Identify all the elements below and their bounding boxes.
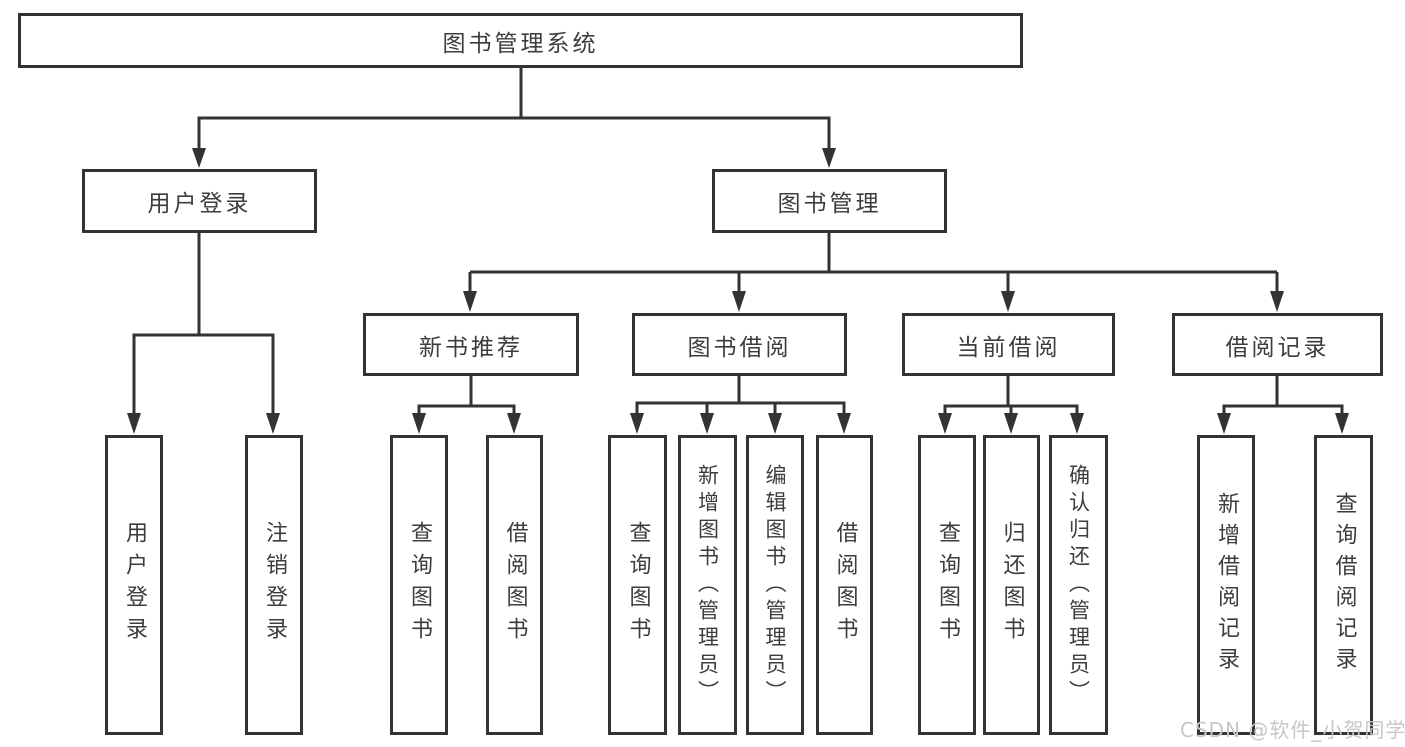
leaf-return-book: 归还图书 [983, 435, 1040, 735]
leaf-label: 确认归还（管理员） [1066, 463, 1091, 707]
down-arrow-icon [837, 413, 851, 434]
down-arrow-icon [463, 291, 477, 312]
leaf-query-book-recommend: 查询图书 [390, 435, 448, 735]
down-arrow-icon [127, 413, 141, 434]
leaf-borrow-book-recommend: 借阅图书 [486, 435, 543, 735]
down-arrow-icon [412, 413, 426, 434]
leaf-edit-book-admin: 编辑图书（管理员） [746, 435, 804, 735]
node-root: 图书管理系统 [18, 13, 1023, 68]
arrowheads [127, 148, 1349, 434]
watermark: CSDN @软件_小贺同学 [1180, 718, 1405, 742]
leaf-label: 查询图书 [407, 521, 432, 649]
down-arrow-icon [1335, 413, 1349, 434]
down-arrow-icon [822, 148, 836, 168]
down-arrow-icon [507, 413, 521, 434]
leaf-label: 归还图书 [999, 521, 1025, 649]
leaf-add-borrow-record: 新增借阅记录 [1197, 435, 1255, 735]
leaf-label: 查询图书 [935, 521, 960, 649]
node-current-borrow: 当前借阅 [902, 313, 1115, 376]
leaf-logout: 注销登录 [245, 435, 303, 735]
leaf-label: 新增借阅记录 [1214, 492, 1239, 678]
leaf-label: 注销登录 [262, 521, 287, 649]
down-arrow-icon [1004, 413, 1018, 434]
down-arrow-icon [700, 413, 714, 434]
node-user-login: 用户登录 [82, 169, 317, 233]
leaf-label: 查询借阅记录 [1331, 492, 1357, 678]
down-arrow-icon [1217, 413, 1231, 434]
leaf-add-book-admin: 新增图书（管理员） [678, 435, 737, 735]
node-book-borrow: 图书借阅 [632, 313, 847, 376]
down-arrow-icon [1001, 291, 1015, 312]
down-arrow-icon [732, 291, 746, 312]
down-arrow-icon [192, 148, 206, 168]
down-arrow-icon [938, 413, 952, 434]
node-new-book-recommend: 新书推荐 [363, 313, 579, 376]
leaf-borrow-book: 借阅图书 [816, 435, 873, 735]
down-arrow-icon [266, 413, 280, 434]
down-arrow-icon [630, 413, 644, 434]
leaf-label: 查询图书 [625, 521, 651, 649]
node-borrow-records: 借阅记录 [1172, 313, 1383, 376]
leaf-label: 编辑图书（管理员） [763, 463, 787, 707]
leaf-query-borrow-record: 查询借阅记录 [1314, 435, 1373, 735]
node-book-management: 图书管理 [712, 169, 947, 233]
leaf-query-book-borrow: 查询图书 [608, 435, 667, 735]
leaf-label: 用户登录 [122, 521, 147, 649]
down-arrow-icon [1070, 413, 1084, 434]
leaf-query-book-current: 查询图书 [918, 435, 976, 735]
leaf-label: 新增图书（管理员） [695, 463, 720, 707]
leaf-user-login: 用户登录 [105, 435, 163, 735]
leaf-label: 借阅图书 [502, 521, 528, 649]
leaf-confirm-return-admin: 确认归还（管理员） [1049, 435, 1108, 735]
leaf-label: 借阅图书 [832, 521, 858, 649]
down-arrow-icon [768, 413, 782, 434]
down-arrow-icon [1270, 291, 1284, 312]
